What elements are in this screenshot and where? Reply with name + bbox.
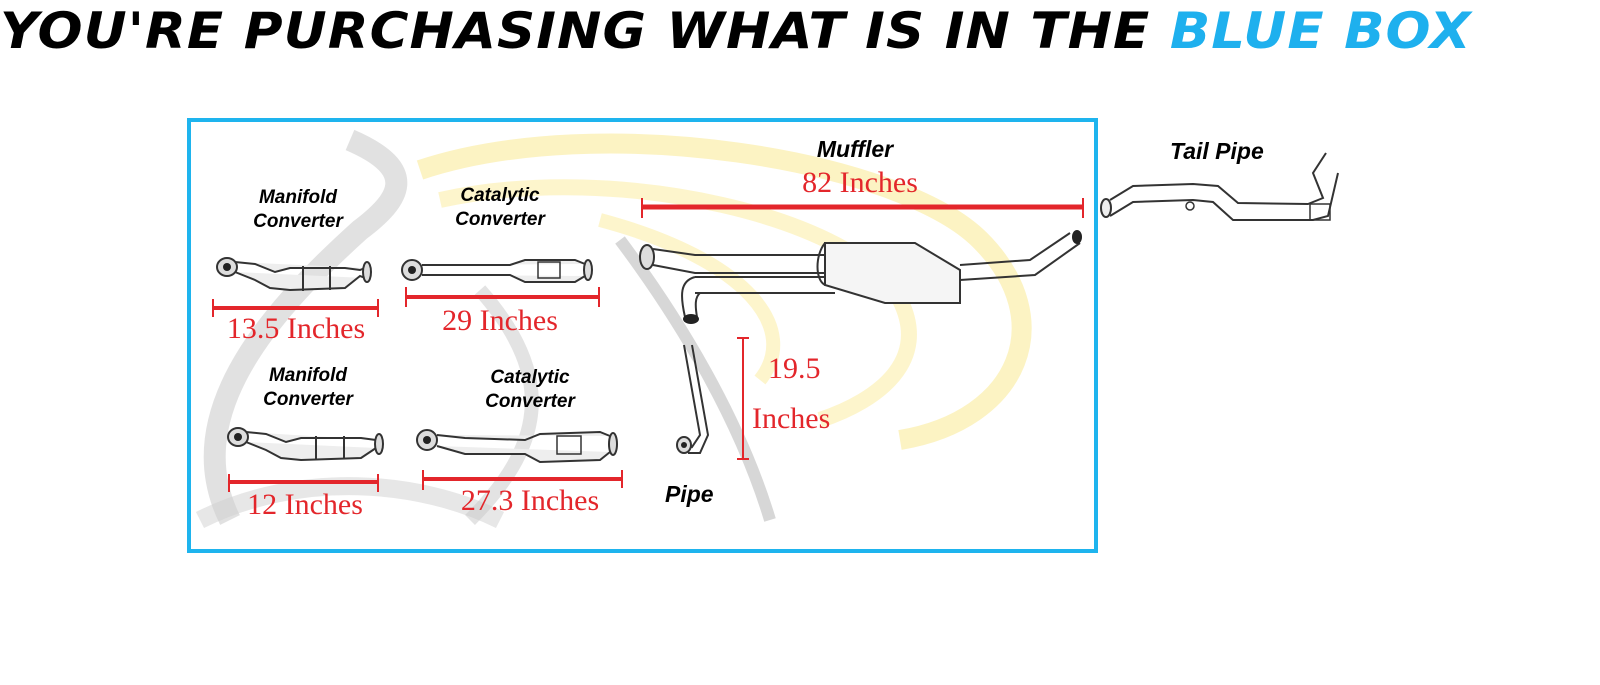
label-line: Converter xyxy=(485,391,575,412)
label-line: Converter xyxy=(263,389,353,410)
purchase-box xyxy=(187,118,1098,553)
manifold-converter-2-length: 12 Inches xyxy=(247,488,363,521)
manifold-converter-1-drawing xyxy=(216,257,372,292)
pipe-label: Pipe xyxy=(665,481,714,507)
pipe-drawing xyxy=(676,344,710,454)
muffler-length: 82 Inches xyxy=(802,166,918,199)
title-highlight: BLUE BOX xyxy=(1169,2,1472,60)
catalytic-converter-2-length: 27.3 Inches xyxy=(460,484,600,517)
manifold-converter-1-length: 13.5 Inches xyxy=(226,312,366,345)
muffler-drawing xyxy=(639,230,1082,324)
catalytic-converter-1-drawing xyxy=(401,259,593,283)
label-line: Converter xyxy=(253,211,343,232)
label-line: Converter xyxy=(455,209,545,230)
label-line: Catalytic xyxy=(490,367,570,388)
catalytic-converter-2-drawing xyxy=(416,429,618,464)
manifold-converter-1-dimension xyxy=(212,299,379,317)
muffler-label: Muffler xyxy=(816,136,894,162)
catalytic-converter-2-dimension xyxy=(422,470,623,490)
label-line: Catalytic xyxy=(460,185,540,206)
tail-pipe-drawing xyxy=(1100,152,1339,221)
label-line: Manifold xyxy=(258,187,338,208)
muffler-dimension xyxy=(641,198,1084,218)
pipe-length-value: 19.5 xyxy=(768,352,821,385)
pipe-dimension xyxy=(737,337,749,460)
catalytic-converter-1-length: 29 Inches xyxy=(442,304,558,337)
label-line: Manifold xyxy=(268,365,348,386)
page-title: YOU'RE PURCHASING WHAT IS IN THE BLUE BO… xyxy=(0,2,1600,60)
manifold-converter-2-drawing xyxy=(227,427,384,462)
title-text: YOU'RE PURCHASING WHAT IS IN THE xyxy=(0,2,1170,60)
manifold-converter-2-dimension xyxy=(228,474,379,492)
pipe-length-unit: Inches xyxy=(752,402,831,435)
tail-pipe-label: Tail Pipe xyxy=(1170,138,1264,164)
catalytic-converter-1-dimension xyxy=(405,287,600,307)
